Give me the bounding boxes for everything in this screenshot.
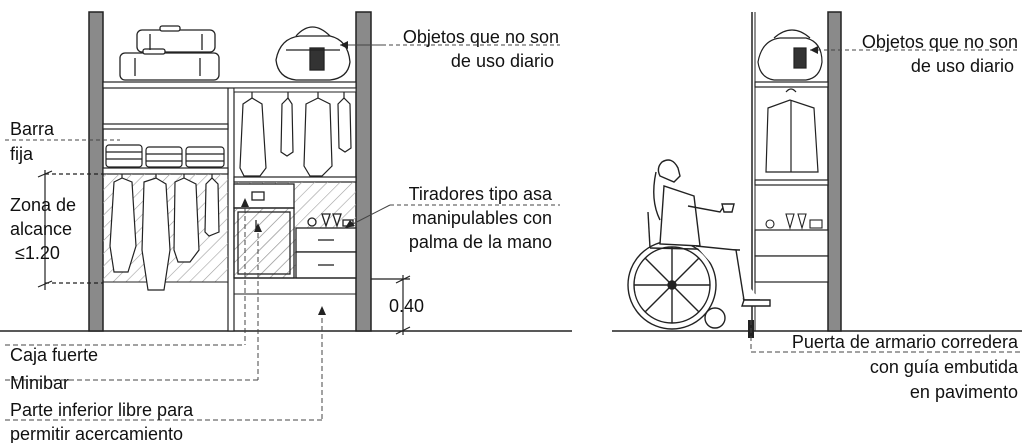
label-parte-1: Parte inferior libre para bbox=[10, 400, 194, 420]
side-section bbox=[612, 11, 1022, 353]
leaders-right bbox=[750, 49, 1020, 353]
label-barra-1: Barra bbox=[10, 119, 55, 139]
front-elevation bbox=[0, 11, 572, 421]
side-drawer bbox=[754, 229, 829, 257]
travel-bag bbox=[275, 26, 351, 81]
label-tiradores-2: manipulables con bbox=[412, 208, 552, 228]
leaders-left bbox=[5, 44, 560, 421]
folded-clothes bbox=[105, 144, 225, 168]
side-jacket bbox=[765, 88, 819, 173]
label-zona-3: ≤1.20 bbox=[15, 243, 60, 263]
dim-040 bbox=[371, 275, 411, 335]
leader-arrows bbox=[241, 41, 355, 315]
right-hanging-clothes bbox=[239, 92, 352, 177]
right-rail-shelf bbox=[233, 87, 357, 93]
side-mid-shelf bbox=[754, 179, 829, 186]
label-parte-2: permitir acercamiento bbox=[10, 424, 183, 443]
side-cabinet-wall bbox=[827, 11, 842, 332]
label-barra-2: fija bbox=[10, 144, 34, 164]
side-top-shelf bbox=[754, 81, 829, 88]
wheelchair-user-figure bbox=[627, 159, 771, 330]
label-zona-1: Zona de bbox=[10, 195, 76, 215]
side-glasses bbox=[765, 213, 823, 231]
label-objetos-right-2: de uso diario bbox=[911, 56, 1014, 76]
centre-divider bbox=[227, 85, 235, 332]
label-puerta-3: en pavimento bbox=[910, 382, 1018, 402]
top-shelf bbox=[102, 81, 357, 89]
minibar bbox=[233, 207, 295, 279]
annotations: Objetos que no son de uso diario Objetos… bbox=[10, 27, 1019, 443]
label-tiradores-1: Tiradores tipo asa bbox=[409, 184, 553, 204]
left-shelf bbox=[102, 123, 229, 130]
left-hanging-clothes bbox=[109, 174, 220, 291]
label-caja-fuerte: Caja fuerte bbox=[10, 345, 98, 365]
label-objetos-left-2: de uso diario bbox=[451, 51, 554, 71]
side-bag bbox=[757, 29, 823, 81]
side-drawer-2 bbox=[754, 255, 829, 283]
label-puerta-1: Puerta de armario corredera bbox=[792, 332, 1019, 352]
suitcases bbox=[119, 25, 220, 81]
label-dim-040: 0.40 bbox=[389, 296, 424, 316]
reach-dimension bbox=[37, 170, 103, 290]
left-lower-shelf bbox=[102, 167, 229, 175]
right-side-panel bbox=[355, 11, 372, 332]
right-mid-shelf bbox=[233, 176, 357, 183]
label-objetos-right-1: Objetos que no son bbox=[862, 32, 1018, 52]
drawers bbox=[295, 213, 357, 279]
label-tiradores-3: palma de la mano bbox=[409, 232, 552, 252]
label-zona-2: alcance bbox=[10, 219, 72, 239]
label-puerta-2: con guía embutida bbox=[870, 357, 1019, 377]
label-minibar: Minibar bbox=[10, 373, 69, 393]
label-objetos-left-1: Objetos que no son bbox=[403, 27, 559, 47]
